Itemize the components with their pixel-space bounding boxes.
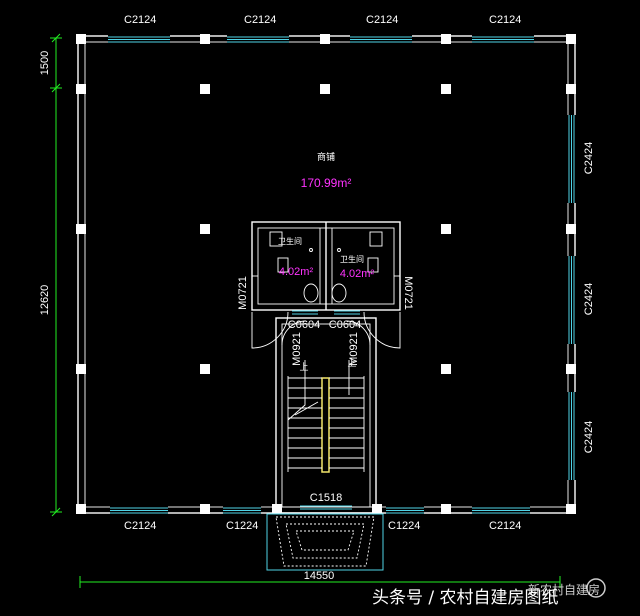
bottom-windows <box>110 506 530 514</box>
stair-block <box>275 317 377 514</box>
watermark: 头条号 / 农村自建房图纸 新农村自建房 <box>372 578 606 608</box>
toilet-right-area: 4.02m² <box>340 268 375 280</box>
dimension-bottom-total: 14550 <box>304 570 335 582</box>
dimension-lines <box>50 33 561 588</box>
window-bottom-label-2: C1224 <box>226 520 258 532</box>
stair-window-label: C1518 <box>310 492 342 504</box>
door-right-outer-label: M0721 <box>402 276 414 310</box>
toilet-left-area: 4.02m² <box>279 266 314 278</box>
door-right-stair-label: M0921 <box>348 332 360 366</box>
dimension-left-total: 12620 <box>39 285 51 316</box>
window-top-label-3: C2124 <box>366 14 398 26</box>
top-windows <box>108 35 534 43</box>
shop-name: 商铺 <box>317 151 335 162</box>
entrance-steps <box>266 513 384 571</box>
window-top-label-4: C2124 <box>489 14 521 26</box>
window-bottom-label-1: C2124 <box>124 520 156 532</box>
shop-area: 170.99m² <box>301 176 352 190</box>
door-left-stair-label: M0921 <box>291 332 303 366</box>
window-bottom-1 <box>110 506 168 514</box>
window-top-label-2: C2124 <box>244 14 276 26</box>
stair-mark-left: 上 <box>299 362 308 372</box>
toilet-right-name: 卫生间 <box>340 254 364 264</box>
window-bottom-3 <box>386 506 424 514</box>
stair-mark-right: 上 <box>347 358 356 368</box>
watermark-logo-icon <box>586 578 606 598</box>
small-window-right-label: C0604 <box>329 319 361 331</box>
right-windows <box>567 115 576 480</box>
stair-direction-arrow-left <box>287 360 306 421</box>
toilet-left-name: 卫生间 <box>278 236 302 246</box>
window-right-label-3: C2424 <box>583 421 595 453</box>
structural-columns <box>76 34 576 514</box>
window-right-1 <box>567 115 576 203</box>
window-right-3 <box>567 392 576 480</box>
window-top-1 <box>108 35 170 43</box>
door-left-outer-label: M0721 <box>237 276 249 310</box>
stair-treads <box>287 376 365 472</box>
window-top-4 <box>472 35 534 43</box>
small-window-left-label: C0604 <box>288 319 320 331</box>
window-right-2 <box>567 256 576 344</box>
window-bottom-label-4: C2124 <box>489 520 521 532</box>
watermark-left-text: 头条号 / 农村自建房图纸 <box>372 588 559 608</box>
window-bottom-label-3: C1224 <box>388 520 420 532</box>
window-right-label-2: C2424 <box>583 283 595 315</box>
window-right-label-1: C2424 <box>583 142 595 174</box>
watermark-right-text: 新农村自建房 <box>528 582 600 597</box>
stair-rail <box>321 377 330 473</box>
window-top-3 <box>350 35 412 43</box>
window-top-2 <box>227 35 289 43</box>
dimension-top-segment: 1500 <box>39 51 51 75</box>
window-top-label-1: C2124 <box>124 14 156 26</box>
window-bottom-2 <box>223 506 261 514</box>
window-bottom-4 <box>472 506 530 514</box>
